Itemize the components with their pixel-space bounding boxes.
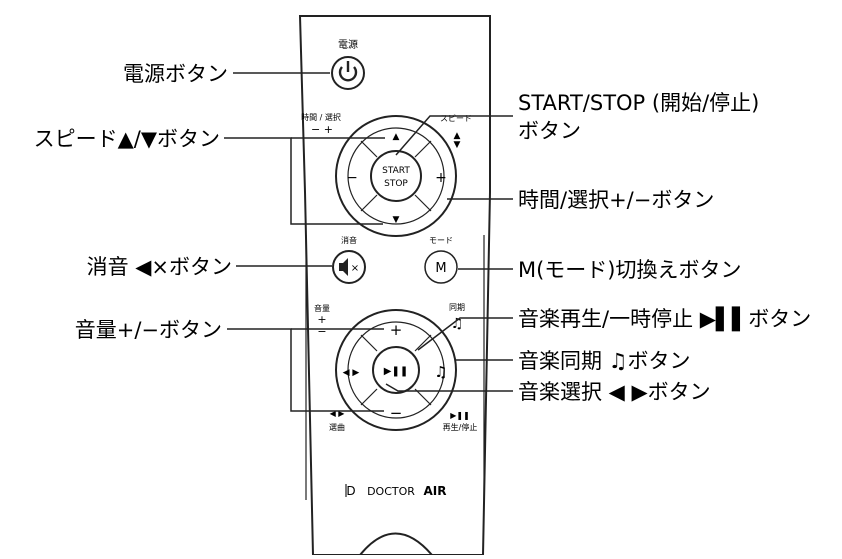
speed-arrows-icon: ▲ (454, 131, 461, 141)
mute-button[interactable] (332, 250, 366, 284)
volume-minus-button[interactable]: − (390, 404, 403, 422)
time-minus-button[interactable]: − (346, 170, 358, 186)
callout-start-stop-1: START/STOP (開始/停止) (518, 91, 759, 115)
time-plus-button[interactable]: + (435, 170, 447, 186)
track-select-button[interactable]: ◀ ▶ (343, 368, 360, 378)
mode-button[interactable] (424, 250, 458, 284)
mute-label: 消音 (341, 235, 357, 245)
sync-corner-icon: ♫ (451, 316, 464, 332)
callout-start-stop-2: ボタン (518, 119, 581, 143)
callout-music-sync: 音楽同期 ♫ボタン (518, 349, 691, 373)
svg-text:M: M (435, 261, 446, 276)
svg-text:AIR: AIR (424, 484, 447, 498)
select-bottom-label: 選曲 (329, 422, 345, 432)
remote-outline (298, 15, 491, 556)
callout-time: 時間/選択+/−ボタン (518, 188, 714, 212)
speed-down-button[interactable]: ▼ (393, 215, 400, 225)
time-select-sign: − + (311, 123, 333, 136)
callout-mute: 消音 ◀×ボタン (87, 255, 232, 279)
svg-text:▼: ▼ (454, 140, 461, 150)
svg-text:START: START (382, 166, 410, 176)
brand-logo: D DOCTOR AIR (345, 484, 447, 498)
svg-text:+: + (317, 313, 326, 326)
leader-lines (224, 72, 513, 412)
time-select-label: 時間 / 選択 (301, 112, 341, 122)
play-pause-button[interactable] (372, 346, 420, 394)
select-bottom-icon: ◀ ▶ (330, 409, 346, 418)
callout-music-play: 音楽再生/一時停止 ▶▌▌ボタン (518, 306, 811, 332)
callout-volume: 音量+/−ボタン (75, 318, 222, 342)
svg-text:−: − (317, 325, 326, 338)
speed-up-button[interactable]: ▲ (393, 132, 400, 142)
volume-label: 音量 (314, 303, 330, 313)
play-bottom-label: 再生/停止 (443, 422, 478, 432)
mode-label: モード (429, 236, 453, 245)
callout-mode: M(モード)切換えボタン (518, 258, 742, 282)
volume-plus-button[interactable]: + (390, 321, 403, 339)
play-pause-icon: ▶❚❚ (384, 366, 408, 377)
speed-label: スピード (440, 114, 472, 123)
power-icon (338, 61, 358, 82)
svg-text:STOP: STOP (384, 179, 408, 189)
callout-power: 電源ボタン (123, 62, 228, 86)
power-button[interactable] (331, 56, 365, 90)
svg-text:D: D (346, 484, 355, 498)
power-label: 電源 (338, 38, 358, 51)
svg-text:×: × (351, 263, 359, 274)
music-sync-button[interactable]: ♫ (434, 363, 447, 381)
mute-icon: × (339, 258, 359, 276)
sync-label: 同期 (449, 303, 465, 312)
start-stop-button[interactable] (370, 150, 422, 202)
callout-music-select: 音楽選択 ◀ ▶ボタン (518, 380, 711, 404)
play-bottom-icon: ▶❚❚ (450, 411, 470, 420)
callout-speed: スピード▲/▼ボタン (34, 127, 220, 151)
svg-text:DOCTOR: DOCTOR (367, 485, 415, 498)
